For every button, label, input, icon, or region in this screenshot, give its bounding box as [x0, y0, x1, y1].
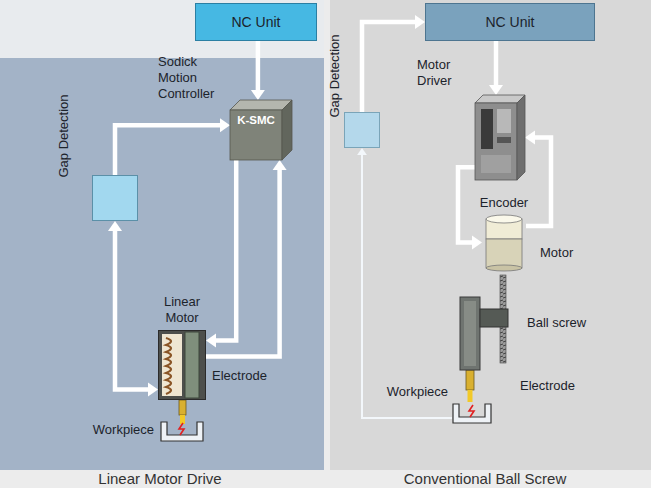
component-box: Linear Motor [158, 330, 206, 400]
component-label: Motor Driver [417, 57, 473, 89]
arrow-head [415, 15, 425, 29]
component-label: Ball screw [527, 315, 586, 331]
connector-line [115, 125, 221, 175]
connector-line [362, 22, 416, 112]
component-label: NC Unit [196, 4, 316, 40]
connector-line [458, 167, 475, 242]
connector-line [362, 154, 452, 418]
component-figure [158, 330, 206, 400]
component-figure [455, 275, 510, 375]
connector-arrow [108, 221, 158, 397]
component-box: Sodick Motion ControllerK-SMC [230, 100, 292, 160]
arrow-head [525, 131, 535, 145]
component-label: Motor [540, 245, 573, 261]
component-box: NC Unit [195, 3, 317, 41]
component-label: Sodick Motion Controller [158, 54, 228, 102]
connector-arrow [115, 118, 230, 175]
arrow-head [148, 383, 158, 397]
arrow-head [357, 148, 367, 155]
connector-line [494, 41, 499, 86]
component-label: Workpiece [380, 384, 448, 400]
component-box: EncoderMotor [482, 215, 526, 270]
component-figure [475, 95, 525, 180]
connector-arrow [362, 15, 425, 112]
connector-line [256, 41, 261, 91]
component-label: Linear Motor [152, 294, 212, 326]
connector-line [115, 230, 149, 390]
connector-arrow [251, 41, 265, 100]
arrow-head [472, 236, 482, 250]
component-label: Gap Detection [56, 94, 72, 177]
panel-caption: Linear Motor Drive [40, 470, 280, 488]
component-box: Workpiece [160, 420, 204, 442]
component-figure [452, 402, 492, 422]
part-label: Electrode [212, 368, 267, 384]
component-box: NC Unit [425, 3, 595, 41]
connector-line [215, 160, 236, 341]
component-figure [160, 420, 204, 442]
component-box: Gap Detection [344, 112, 380, 148]
component-box: Workpiece [452, 402, 492, 422]
component-label: NC Unit [426, 4, 594, 40]
arrow-head [273, 160, 287, 170]
component-label: Encoder [472, 195, 536, 211]
arrow-head [108, 221, 122, 231]
connector-arrow [206, 160, 287, 357]
component-label: K-SMC [230, 112, 282, 128]
arrow-head [206, 334, 216, 348]
component-box: Gap Detection [92, 175, 138, 221]
connector-line [206, 169, 280, 357]
component-box: Motor Driver [475, 95, 525, 180]
arrow-head [489, 85, 503, 95]
connector-line [526, 138, 551, 227]
connector-arrow [357, 148, 452, 418]
panel-caption: Conventional Ball Screw [365, 470, 605, 488]
arrow-head [220, 118, 230, 132]
component-figure [482, 215, 526, 270]
part-label: Electrode [520, 378, 575, 394]
connector-arrow [206, 160, 236, 348]
arrow-head [251, 90, 265, 100]
component-label: Gap Detection [327, 34, 343, 117]
component-figure [230, 100, 292, 160]
component-box: Ball screw [455, 275, 510, 375]
connector-arrow [489, 41, 503, 95]
component-label: Workpiece [80, 422, 154, 438]
connector-arrow [525, 131, 551, 227]
